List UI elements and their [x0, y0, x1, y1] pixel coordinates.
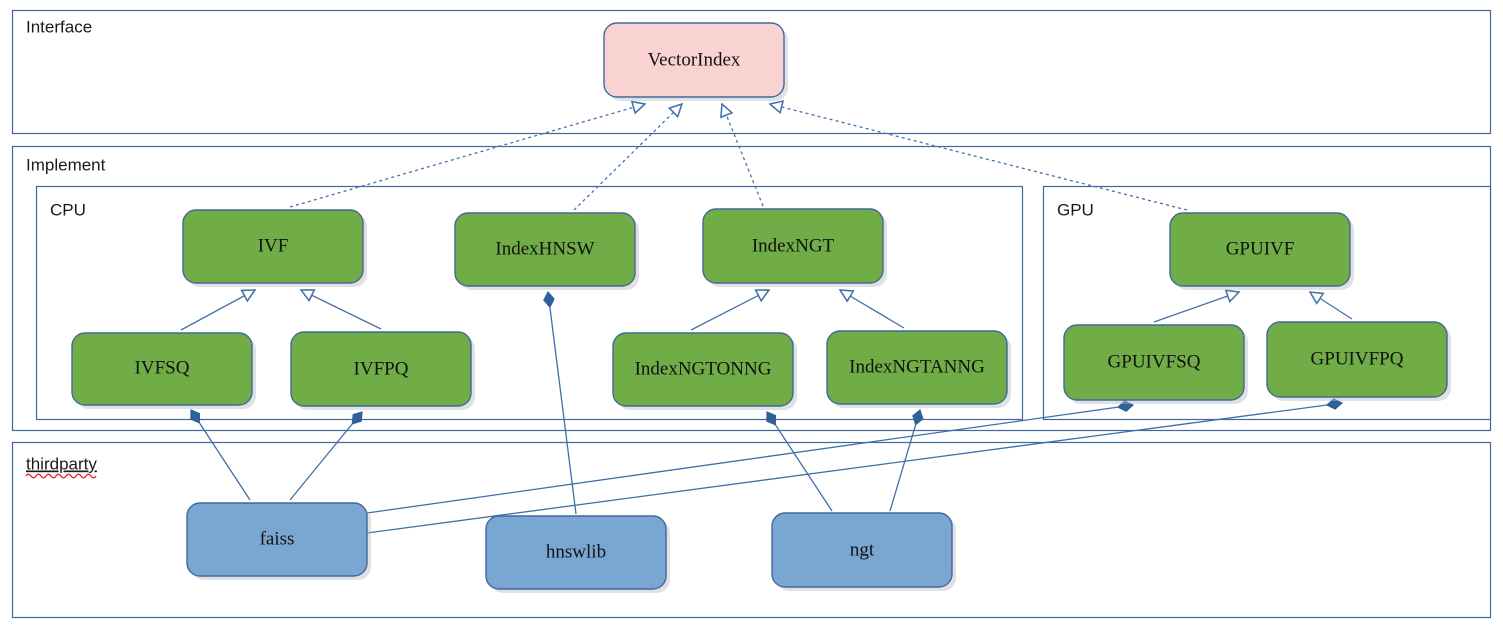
group-label-interface: Interface — [26, 17, 92, 36]
node-rect-ivfsq[interactable] — [71, 332, 253, 406]
group-label-implement: Implement — [26, 155, 106, 174]
edge-faiss-to-gpuivfpq — [366, 403, 1342, 534]
node-indexngtonng[interactable]: IndexNGTONNG — [612, 332, 797, 410]
edge-ngt-to-indexngtonng — [767, 412, 833, 512]
edge-ivfpq-to-ivf — [301, 290, 382, 330]
node-label-indexhnsw: IndexHNSW — [495, 238, 594, 259]
edge-indexhnsw-to-vectorindex — [573, 104, 682, 211]
group-label-cpu: CPU — [50, 200, 86, 219]
node-rect-indexhnsw[interactable] — [454, 212, 636, 287]
node-rect-vectorindex[interactable] — [603, 22, 785, 98]
group-label-thirdparty: thirdparty — [26, 454, 97, 473]
node-label-faiss: faiss — [260, 528, 295, 549]
node-label-ivfsq: IVFSQ — [135, 357, 190, 378]
edge-gpuivfpq-to-gpuivf — [1310, 292, 1353, 320]
node-hnswlib[interactable]: hnswlib — [485, 515, 670, 593]
node-label-gpuivfsq: GPUIVFSQ — [1108, 351, 1201, 372]
node-indexngt[interactable]: IndexNGT — [702, 208, 887, 287]
edge-faiss-to-ivfsq — [191, 410, 251, 501]
node-label-gpuivf: GPUIVF — [1226, 238, 1295, 259]
node-ngt[interactable]: ngt — [771, 512, 956, 591]
node-rect-faiss[interactable] — [186, 502, 368, 577]
edge-faiss-to-ivfpq — [289, 412, 362, 501]
edge-group-compositions — [191, 292, 1342, 534]
node-rect-ivf[interactable] — [182, 209, 364, 284]
node-label-ngt: ngt — [850, 539, 875, 560]
node-rect-indexngtonng[interactable] — [612, 332, 794, 407]
edge-ngt-to-indexngtanng — [889, 410, 920, 512]
group-label-gpu: GPU — [1057, 200, 1094, 219]
node-label-vectorindex: VectorIndex — [648, 49, 741, 70]
node-label-indexngtonng: IndexNGTONNG — [635, 358, 772, 379]
node-label-hnswlib: hnswlib — [546, 541, 606, 562]
node-gpuivfpq[interactable]: GPUIVFPQ — [1266, 321, 1451, 401]
node-rect-indexngt[interactable] — [702, 208, 884, 284]
node-indexhnsw[interactable]: IndexHNSW — [454, 212, 639, 290]
node-rect-indexngtanng[interactable] — [826, 330, 1008, 405]
node-ivf[interactable]: IVF — [182, 209, 367, 287]
node-ivfsq[interactable]: IVFSQ — [71, 332, 256, 409]
node-faiss[interactable]: faiss — [186, 502, 371, 580]
node-label-indexngt: IndexNGT — [752, 235, 835, 256]
node-label-ivfpq: IVFPQ — [354, 358, 409, 379]
node-rect-gpuivfsq[interactable] — [1063, 324, 1245, 401]
node-rect-hnswlib[interactable] — [485, 515, 667, 590]
node-ivfpq[interactable]: IVFPQ — [290, 331, 475, 410]
node-label-indexngtanng: IndexNGTANNG — [849, 356, 985, 377]
node-rect-gpuivf[interactable] — [1169, 212, 1351, 287]
node-indexngtanng[interactable]: IndexNGTANNG — [826, 330, 1011, 408]
edge-hnswlib-to-indexhnsw — [548, 292, 577, 515]
spellcheck-squiggle-icon — [25, 473, 97, 479]
edge-group-generalizations — [180, 290, 1353, 331]
edge-group-realizations — [289, 104, 1188, 211]
edge-gpuivfsq-to-gpuivf — [1153, 292, 1239, 323]
node-gpuivfsq[interactable]: GPUIVFSQ — [1063, 324, 1248, 404]
edge-indexngtanng-to-indexngt — [840, 290, 905, 329]
node-rect-gpuivfpq[interactable] — [1266, 321, 1448, 398]
edge-faiss-to-gpuivfsq — [366, 405, 1133, 514]
node-rect-ngt[interactable] — [771, 512, 953, 588]
edge-indexngtonng-to-indexngt — [690, 290, 769, 331]
node-label-ivf: IVF — [258, 235, 289, 256]
node-label-gpuivfpq: GPUIVFPQ — [1311, 348, 1404, 369]
node-rect-ivfpq[interactable] — [290, 331, 472, 407]
node-vectorindex[interactable]: VectorIndex — [603, 22, 788, 101]
edge-ivfsq-to-ivf — [180, 290, 255, 331]
node-gpuivf[interactable]: GPUIVF — [1169, 212, 1354, 290]
